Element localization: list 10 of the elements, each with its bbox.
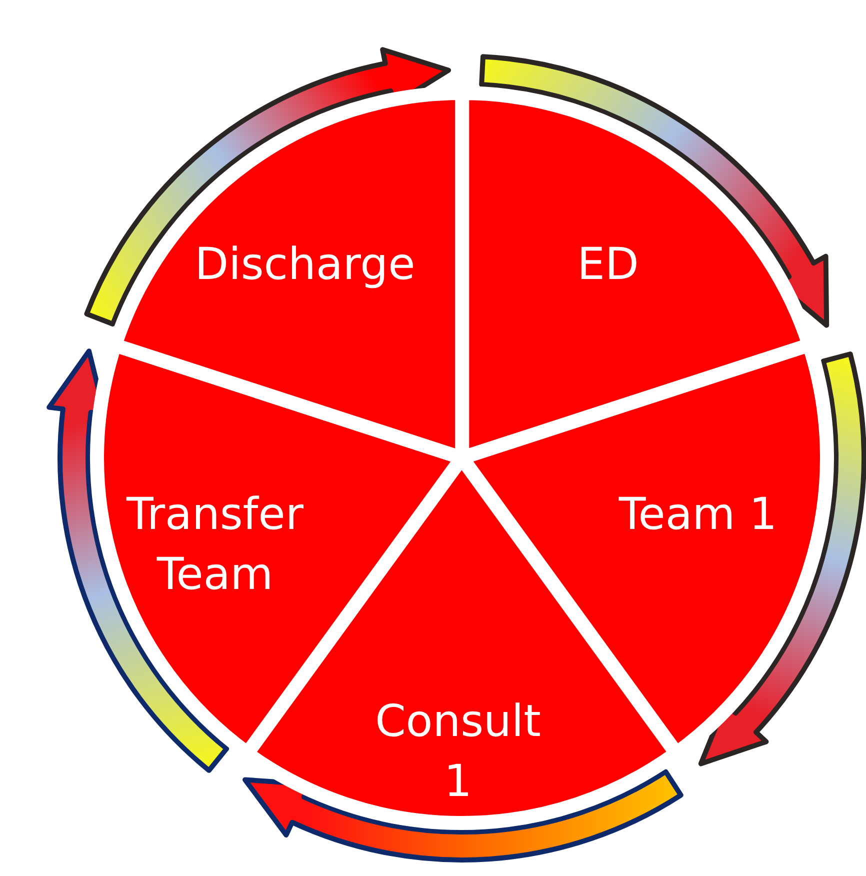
- sector-label: Transfer Team: [125, 488, 304, 602]
- curved-arrow: [479, 54, 830, 328]
- sector-label: Team 1: [618, 488, 778, 542]
- curved-arrow: [46, 348, 230, 773]
- curved-arrow: [242, 769, 684, 862]
- sector-label: Discharge: [194, 238, 416, 292]
- curved-arrow: [84, 47, 451, 326]
- sector-label: Consult 1: [374, 695, 542, 809]
- curved-arrow: [698, 352, 866, 766]
- sector-label: ED: [576, 238, 640, 292]
